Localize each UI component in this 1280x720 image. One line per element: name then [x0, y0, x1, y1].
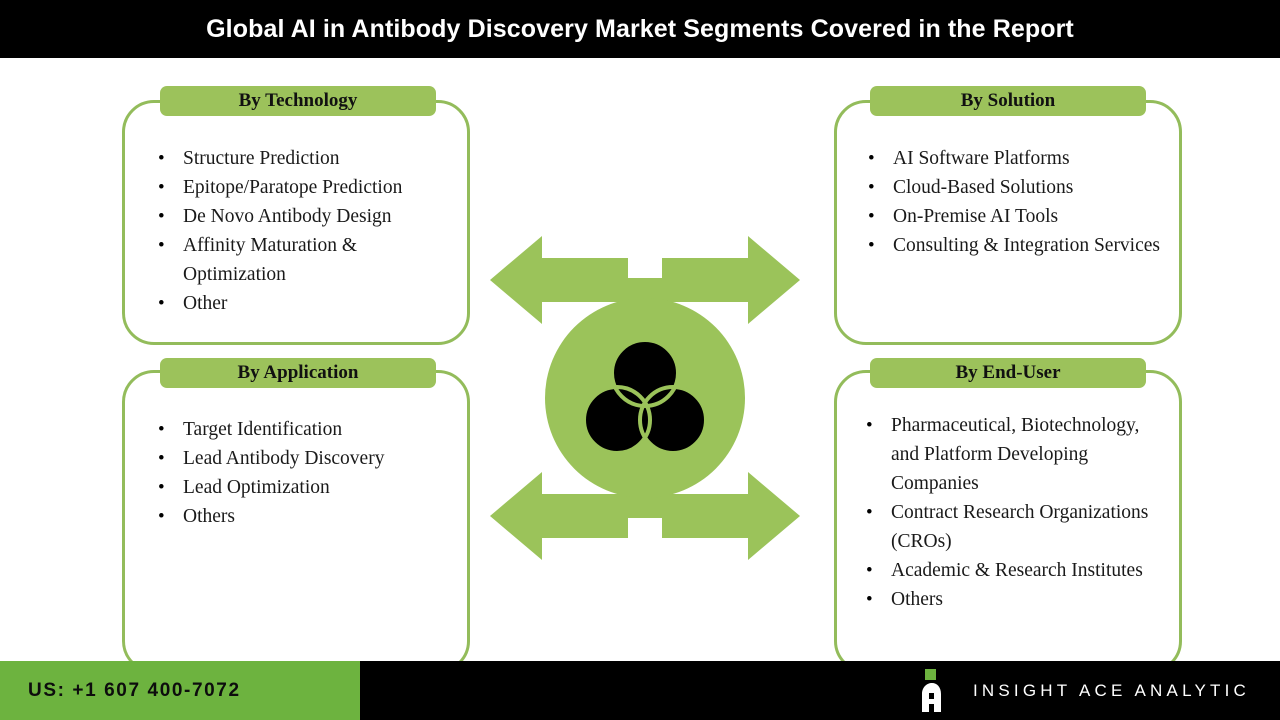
list-item: • Affinity Maturation & Optimization — [150, 231, 460, 289]
list-item-label: Contract Research Organizations (CROs) — [891, 502, 1149, 552]
list-item-label: On-Premise AI Tools — [893, 206, 1059, 227]
list-item: • Others — [858, 585, 1164, 614]
bullet-icon: • — [868, 206, 875, 227]
list-item-label: Lead Antibody Discovery — [183, 448, 385, 469]
list-item-label: Consulting & Integration Services — [893, 235, 1161, 256]
bullet-icon: • — [158, 235, 165, 256]
list-item-label: Others — [183, 506, 235, 527]
list-item: • Contract Research Organizations (CROs) — [858, 498, 1164, 556]
list-item: • Academic & Research Institutes — [858, 556, 1164, 585]
list-item-label: Academic & Research Institutes — [891, 560, 1143, 581]
bullet-icon: • — [158, 148, 165, 169]
bullet-icon: • — [868, 148, 875, 169]
bullet-icon: • — [158, 506, 165, 527]
list-item: • Others — [150, 502, 460, 531]
bullet-icon: • — [158, 177, 165, 198]
list-item-label: Cloud-Based Solutions — [893, 177, 1074, 198]
bullet-icon: • — [866, 502, 873, 523]
list-item-label: AI Software Platforms — [893, 148, 1070, 169]
list-item: • Other — [150, 289, 460, 318]
list-item: • AI Software Platforms — [860, 144, 1170, 173]
list-item: • Lead Optimization — [150, 473, 460, 502]
list-item: • Consulting & Integration Services — [860, 231, 1170, 260]
list-item: • On-Premise AI Tools — [860, 202, 1170, 231]
header-bar: Global AI in Antibody Discovery Market S… — [0, 0, 1280, 58]
insightace-a-logo-icon — [909, 668, 955, 714]
list-item-label: De Novo Antibody Design — [183, 206, 392, 227]
list-item-label: Target Identification — [183, 419, 343, 440]
segment-card-title-by-solution: By Solution — [870, 86, 1146, 116]
list-item-label: Other — [183, 293, 228, 314]
list-item: • Lead Antibody Discovery — [150, 444, 460, 473]
list-item: • Pharmaceutical, Biotechnology, and Plat… — [858, 411, 1164, 498]
page-title: Global AI in Antibody Discovery Market S… — [206, 14, 1074, 43]
bullet-icon: • — [866, 589, 873, 610]
list-item: • Cloud-Based Solutions — [860, 173, 1170, 202]
segment-list-by-end-user: • Pharmaceutical, Biotechnology, and Plat… — [858, 411, 1164, 614]
bullet-icon: • — [868, 177, 875, 198]
list-item: • Epitope/Paratope Prediction — [150, 173, 460, 202]
segment-list-by-application: • Target Identification • Lead Antibody Di… — [150, 415, 460, 531]
bullet-icon: • — [158, 477, 165, 498]
segment-card-title-by-technology: By Technology — [160, 86, 436, 116]
venn-diagram-icon — [582, 338, 708, 455]
segment-list-by-technology: • Structure Prediction • Epitope/Paratope … — [150, 144, 460, 318]
list-item-label: Others — [891, 589, 943, 610]
segment-card-title-by-end-user: By End-User — [870, 358, 1146, 388]
list-item: • Target Identification — [150, 415, 460, 444]
center-graphic — [480, 158, 810, 638]
bullet-icon: • — [866, 560, 873, 581]
bullet-icon: • — [158, 206, 165, 227]
footer-phone-block: US: +1 607 400-7072 — [0, 661, 360, 720]
bullet-icon: • — [158, 448, 165, 469]
segment-card-by-end-user — [834, 370, 1182, 673]
list-item: • De Novo Antibody Design — [150, 202, 460, 231]
segment-card-by-solution — [834, 100, 1182, 345]
list-item-label: Epitope/Paratope Prediction — [183, 177, 403, 198]
brand-logo: INSIGHT ACE ANALYTIC — [909, 661, 1250, 720]
list-item-label: Structure Prediction — [183, 148, 340, 169]
infographic-stage: By Technology • Structure Prediction • Epi… — [0, 58, 1280, 673]
list-item-label: Lead Optimization — [183, 477, 330, 498]
footer-bar: US: +1 607 400-7072 INSIGHT ACE ANALYTIC — [0, 661, 1280, 720]
four-way-arrows-icon — [490, 236, 800, 560]
segment-list-by-solution: • AI Software Platforms • Cloud-Based Solu… — [860, 144, 1170, 260]
bullet-icon: • — [868, 235, 875, 256]
bullet-icon: • — [158, 419, 165, 440]
bullet-icon: • — [158, 293, 165, 314]
list-item: • Structure Prediction — [150, 144, 460, 173]
bullet-icon: • — [866, 415, 873, 436]
contact-phone: US: +1 607 400-7072 — [28, 679, 241, 701]
brand-name: INSIGHT ACE ANALYTIC — [972, 680, 1250, 700]
segment-card-title-by-application: By Application — [160, 358, 436, 388]
list-item-label: Pharmaceutical, Biotechnology, and Platf… — [891, 415, 1140, 494]
list-item-label: Affinity Maturation & Optimization — [183, 235, 358, 285]
